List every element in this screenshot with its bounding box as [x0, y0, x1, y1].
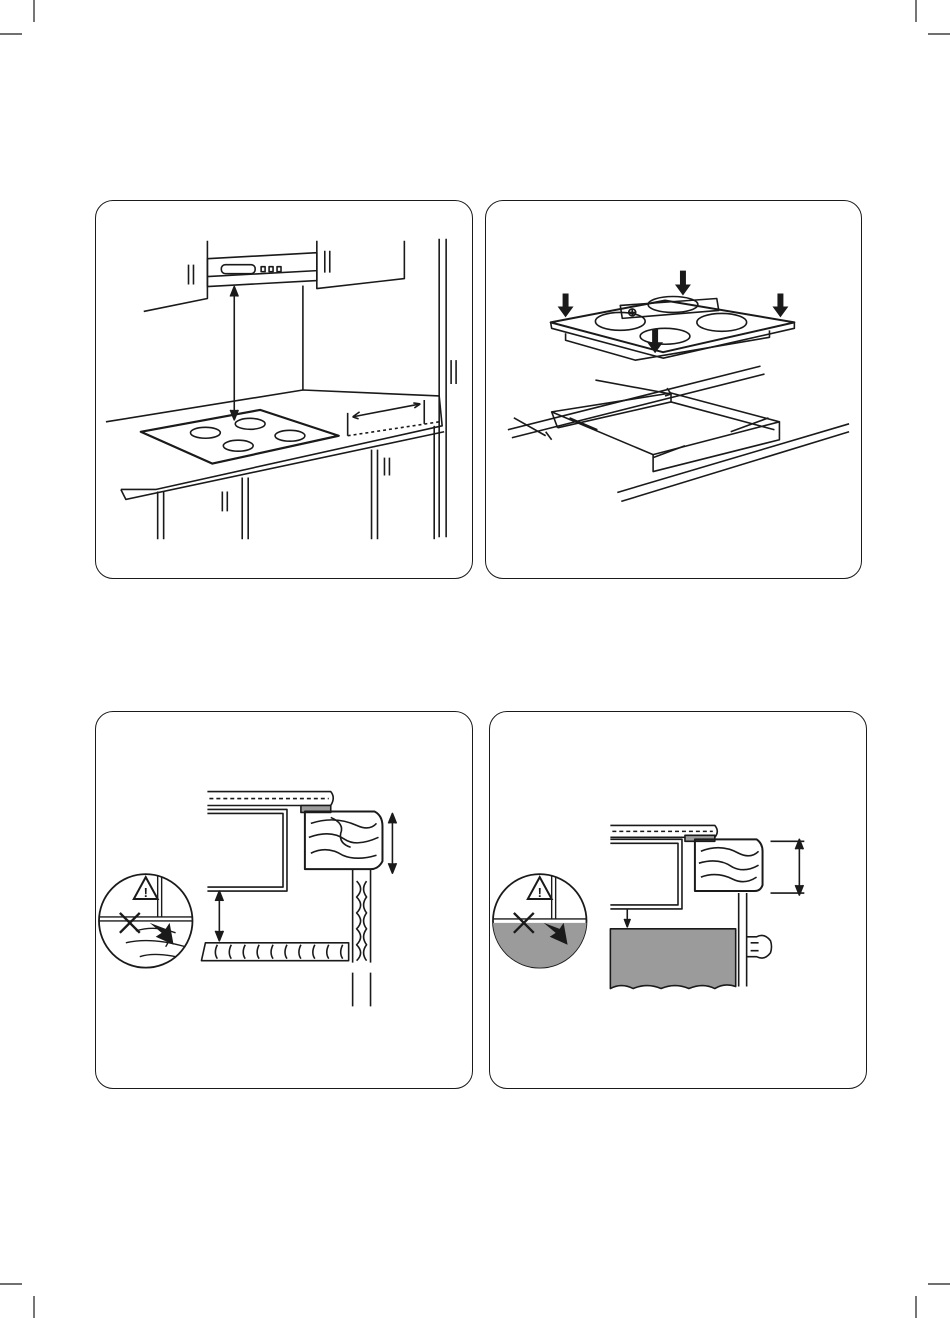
hob-cutout-diagram [486, 201, 861, 578]
figure-oven-clearance: ! [489, 711, 867, 1089]
oven-section-diagram: ! [490, 712, 866, 1088]
svg-text:!: ! [144, 885, 148, 900]
wall-cabinet-left [144, 241, 208, 312]
kitchen-diagram [96, 201, 472, 578]
figure-hood-clearance [95, 200, 473, 579]
figure-hob-installation [485, 200, 862, 579]
arrow-icon [772, 294, 788, 318]
cutout-frame [552, 393, 780, 455]
shelf-section-diagram: ! [96, 712, 472, 1088]
knob [747, 935, 772, 958]
arrow-icon [558, 294, 574, 318]
svg-text:!: ! [538, 885, 542, 900]
figure-shelf-clearance: ! [95, 711, 473, 1089]
arrow-icon [675, 271, 691, 296]
oven [610, 929, 735, 989]
hob-body [207, 809, 287, 891]
hob-body [610, 839, 682, 909]
